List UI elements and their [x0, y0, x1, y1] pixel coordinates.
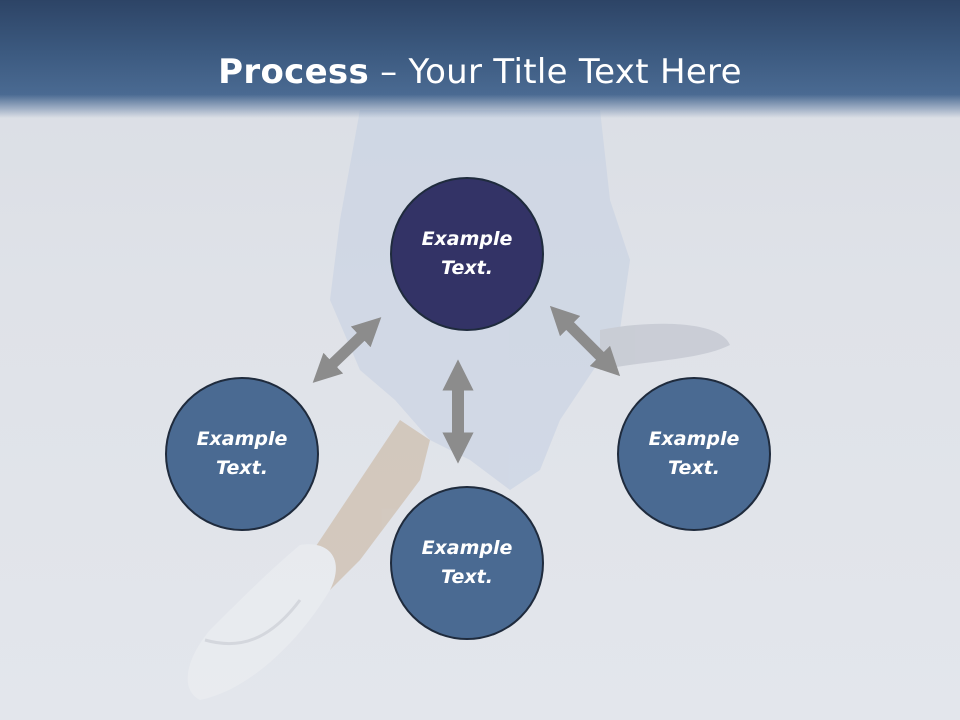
double-arrow-right: [549, 305, 621, 377]
circle-left-text: Example Text.: [196, 428, 288, 479]
circle-left: Example Text.: [165, 377, 319, 531]
circle-right-text: Example Text.: [648, 428, 740, 479]
circle-right: Example Text.: [617, 377, 771, 531]
circle-top: Example Text.: [390, 177, 544, 331]
title-bar: [0, 0, 960, 118]
slide-title: Process – Your Title Text Here: [0, 52, 960, 92]
double-arrow-left: [312, 317, 382, 383]
title-bold: Process: [218, 52, 370, 92]
circle-bottom: Example Text.: [390, 486, 544, 640]
circle-bottom-text: Example Text.: [421, 537, 513, 588]
title-rest: Your Title Text Here: [408, 52, 742, 92]
circle-top-text: Example Text.: [421, 228, 513, 279]
title-dash: –: [369, 52, 409, 92]
